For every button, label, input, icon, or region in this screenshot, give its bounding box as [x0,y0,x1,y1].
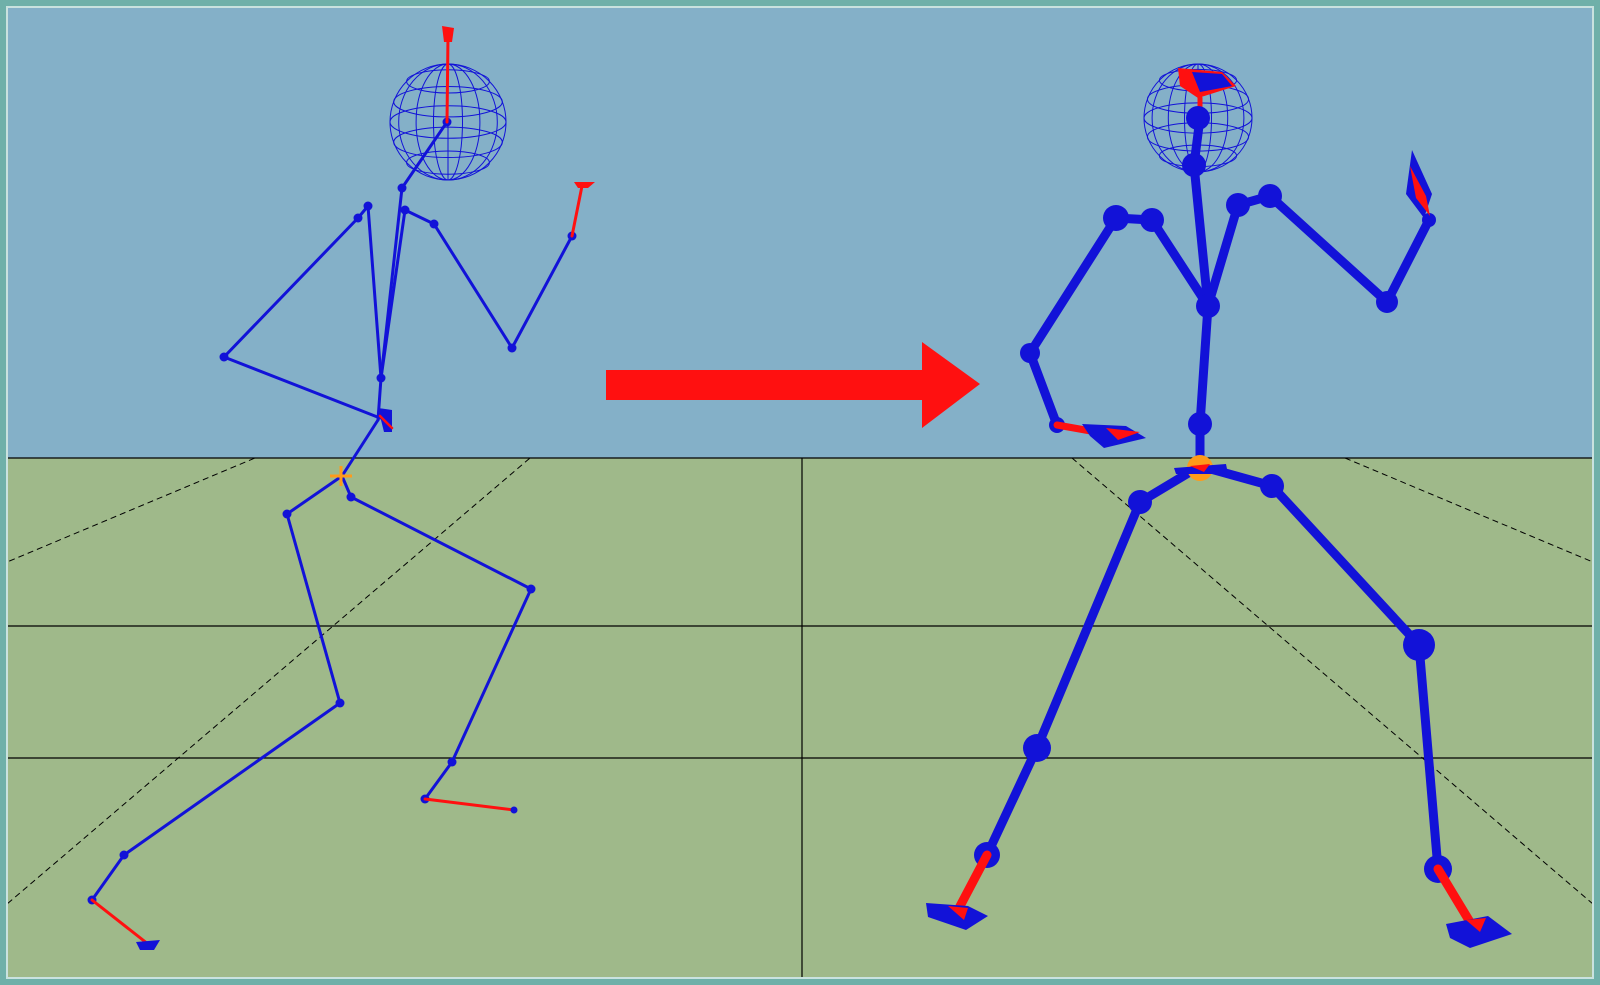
joint [282,509,292,519]
target-skeleton[interactable] [926,63,1512,948]
bone [340,418,380,478]
bone [222,216,360,359]
joint [353,213,363,223]
joint [376,373,386,383]
joint [1020,343,1040,363]
bone [90,853,126,902]
bone [1189,160,1213,311]
joint [510,806,518,814]
bone [366,204,383,380]
bone [423,760,454,801]
joint [429,219,439,229]
bone [1032,497,1145,753]
grid-perspective-line [0,457,531,911]
joint [1403,629,1435,661]
bone [1203,200,1243,311]
joint [1182,153,1206,177]
foot-block [926,903,988,930]
bone [400,120,449,190]
bone [1195,301,1213,429]
arrow-right-icon [606,342,980,428]
bone [285,474,344,516]
joint [346,492,356,502]
bone [1414,640,1443,874]
joint [447,757,457,767]
foot-block [136,940,160,950]
hand-effector [1410,166,1430,216]
bone [1267,481,1424,650]
bone [1433,864,1475,927]
bone [1382,215,1434,307]
ground-plane [0,458,1600,985]
joint [1422,213,1436,227]
grid-perspective-line [1344,457,1600,566]
joint [1140,208,1164,232]
bone [403,208,436,226]
bone [510,234,574,350]
hand-effector [574,182,595,188]
source-skeleton[interactable] [87,26,596,950]
joint [1226,193,1250,217]
bone [349,495,533,591]
bone [1025,348,1062,430]
bone [376,376,383,422]
root-marker [330,466,352,486]
joint [1186,106,1210,130]
joint [335,698,345,708]
joint [397,183,407,193]
joint [526,584,536,594]
joint [1258,184,1282,208]
joint [1103,205,1129,231]
grid-perspective-line [1071,457,1600,911]
bone [570,184,584,238]
foot-effector [1466,918,1486,932]
bone [1265,191,1392,307]
head-sphere [389,63,507,181]
foot-effector [948,906,968,920]
root-effector [1190,464,1210,472]
joint [1260,474,1284,498]
joint [1376,291,1398,313]
hand-effector [1106,428,1140,440]
bone [423,797,516,812]
arrow-shape [606,342,980,428]
head-effector [442,26,454,42]
bone [432,222,514,350]
bone [445,34,450,124]
joint [1188,412,1212,436]
bone [90,898,150,946]
joint [1196,294,1220,318]
head-plate [1192,72,1232,92]
bone [285,512,342,705]
bone [122,701,342,857]
bone [1147,215,1213,311]
joint [400,205,410,215]
foot-block [1446,916,1512,948]
bone [379,208,407,380]
joint [219,352,229,362]
joint [1023,734,1051,762]
grid-perspective-line [0,457,256,566]
floor-grid [0,457,1600,985]
bone [982,743,1042,860]
bone [1025,213,1121,358]
bone [450,587,533,764]
joint [119,850,129,860]
joint [507,343,517,353]
joint [363,201,373,211]
bone [222,355,382,420]
bone [953,850,992,915]
bone [378,414,394,430]
joint [1128,490,1152,514]
